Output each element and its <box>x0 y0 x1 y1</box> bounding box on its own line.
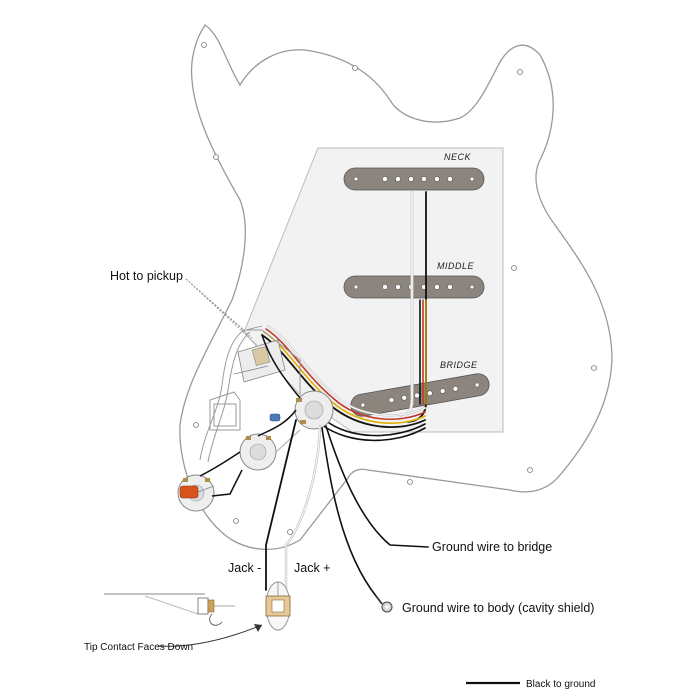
legend-black-label: Black to ground <box>526 679 596 690</box>
treble-bleed <box>269 413 281 422</box>
pickguard-screws <box>193 42 597 535</box>
middle-pickup <box>343 275 485 299</box>
hot-to-pickup-label: Hot to pickup <box>110 269 183 283</box>
neck-pickup-label: NECK <box>444 152 472 162</box>
ground-loop-wires <box>199 329 301 463</box>
ring-terminal <box>375 595 393 613</box>
jack-minus-label: Jack - <box>228 561 261 575</box>
neck-pickup <box>343 167 485 191</box>
pickup-wires <box>398 190 427 423</box>
tip-contact-label: Tip Contact Faces Down <box>84 642 193 653</box>
ground-wire-bridge-label: Ground wire to bridge <box>432 540 552 554</box>
five-way-switch <box>233 325 286 383</box>
legend: Black to ground <box>466 679 596 690</box>
tone-capacitor <box>179 485 215 499</box>
ground-wire-body-label: Ground wire to body (cavity shield) <box>402 601 594 615</box>
tone-pot-middle <box>239 433 277 471</box>
bridge-pickup-label: BRIDGE <box>440 360 478 370</box>
jack-plus-label: Jack + <box>294 561 330 575</box>
output-wires <box>265 419 429 597</box>
middle-pickup-label: MIDDLE <box>437 261 475 271</box>
pot-wires <box>199 334 301 497</box>
tip-contact-arrow <box>157 624 263 647</box>
hot-to-pickup-leaders <box>185 278 259 347</box>
output-jack <box>265 581 291 631</box>
jack-side-view <box>104 593 235 626</box>
volume-pot <box>294 390 334 430</box>
